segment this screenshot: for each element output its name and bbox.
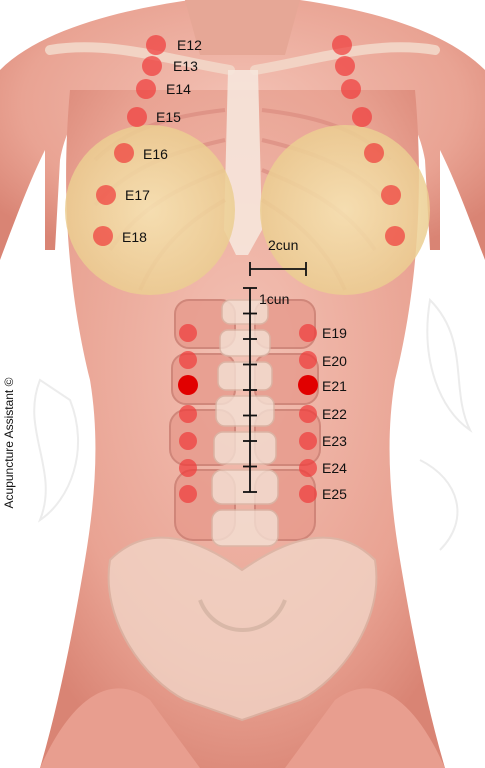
label-E19: E19 [322, 325, 347, 341]
point-E17-left [96, 185, 116, 205]
point-E19-right [299, 324, 317, 342]
label-E13: E13 [173, 58, 198, 74]
label-E20: E20 [322, 353, 347, 369]
point-E22-right [299, 405, 317, 423]
label-E12: E12 [177, 37, 202, 53]
point-E21-right [298, 375, 318, 395]
label-E16: E16 [143, 146, 168, 162]
point-E13-right [335, 56, 355, 76]
point-E17-right [381, 185, 401, 205]
point-E25-left [179, 485, 197, 503]
point-E22-left [179, 405, 197, 423]
cun-measure [243, 262, 307, 493]
label-E17: E17 [125, 187, 150, 203]
point-E20-left [179, 351, 197, 369]
point-E23-left [179, 432, 197, 450]
label-E18: E18 [122, 229, 147, 245]
point-E16-right [364, 143, 384, 163]
label-E15: E15 [156, 109, 181, 125]
acupoint-markers [93, 35, 405, 503]
point-E25-right [299, 485, 317, 503]
point-E14-left [136, 79, 156, 99]
background-lace [33, 297, 473, 551]
point-E16-left [114, 143, 134, 163]
point-E15-left [127, 107, 147, 127]
point-E23-right [299, 432, 317, 450]
label-E22: E22 [322, 406, 347, 422]
point-E13-left [142, 56, 162, 76]
point-E24-right [299, 459, 317, 477]
point-E20-right [299, 351, 317, 369]
label-E21: E21 [322, 378, 347, 394]
point-E24-left [179, 459, 197, 477]
copyright-credit: Acupuncture Assistant © [2, 377, 16, 509]
point-E14-right [341, 79, 361, 99]
measure-1cun-label: 1cun [259, 291, 289, 307]
label-E25: E25 [322, 486, 347, 502]
label-E24: E24 [322, 460, 347, 476]
point-E18-right [385, 226, 405, 246]
acupoint-labels: E12 E13 E14 E15 E16 E17 E18 E19 E20 E21 … [122, 37, 347, 502]
label-E14: E14 [166, 81, 191, 97]
label-E23: E23 [322, 433, 347, 449]
point-E18-left [93, 226, 113, 246]
point-E21-left [178, 375, 198, 395]
point-E19-left [179, 324, 197, 342]
point-E12-left [146, 35, 166, 55]
point-E15-right [352, 107, 372, 127]
point-E12-right [332, 35, 352, 55]
measure-2cun-label: 2cun [268, 237, 298, 253]
